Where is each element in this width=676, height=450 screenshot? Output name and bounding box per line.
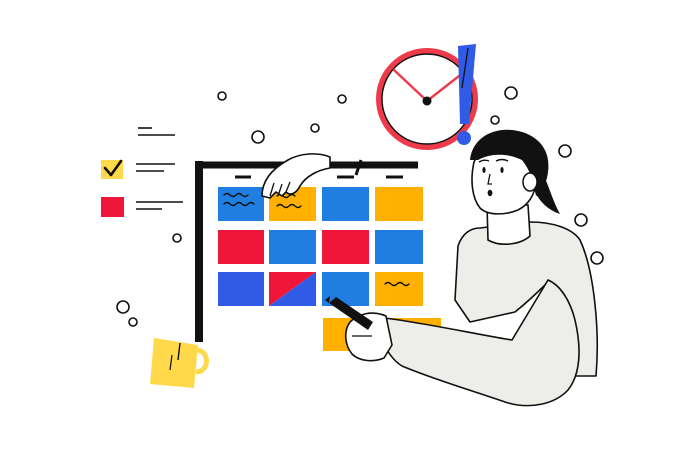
nose: [487, 173, 492, 185]
checkmark-icon: [103, 159, 123, 177]
ear: [522, 172, 538, 192]
bubble: [558, 144, 572, 158]
bubble: [490, 115, 500, 125]
calendar-cell: [322, 230, 369, 264]
checkbox-red-icon: [101, 197, 124, 217]
calendar-cell: [269, 272, 316, 306]
hair: [470, 129, 549, 196]
clock-hand: [425, 74, 461, 103]
hand: [344, 312, 393, 362]
bubble: [337, 94, 347, 104]
clock-center: [422, 96, 432, 106]
calendar-cell: [218, 272, 264, 306]
calendar-cell: [269, 230, 316, 264]
eye: [482, 167, 486, 173]
bubble: [217, 91, 227, 101]
calendar-cell: [375, 230, 423, 264]
background-bubbles: [116, 86, 604, 327]
list-line: [136, 163, 175, 172]
calendar-cell: [322, 272, 369, 306]
person: [325, 129, 598, 407]
bubble: [116, 300, 130, 314]
wall-clock-icon: [376, 48, 478, 150]
neck: [486, 204, 531, 245]
eyebrow: [478, 159, 490, 163]
eye: [500, 167, 504, 173]
bubble: [128, 317, 138, 327]
mouth: [487, 189, 493, 197]
list-line: [138, 127, 175, 136]
bubble: [251, 130, 265, 144]
clock-hand: [392, 68, 429, 103]
exclamation-mark-icon: [457, 44, 476, 145]
checklist: [101, 127, 183, 217]
bubble: [590, 251, 604, 265]
list-line: [136, 201, 183, 210]
eyebrow: [495, 158, 509, 162]
calendar-cell: [375, 187, 423, 221]
bubble: [310, 123, 320, 133]
calendar-board: [195, 159, 428, 342]
calendar-cell: [218, 230, 264, 264]
bubble: [574, 213, 588, 227]
bubble: [172, 233, 182, 243]
pen-icon: [325, 296, 373, 330]
calendar-cell: [322, 187, 369, 221]
calendar-cell: [375, 272, 423, 306]
calendar-cell: [218, 187, 264, 221]
sleeve: [379, 279, 580, 407]
coffee-mug-icon: [150, 338, 209, 388]
bubble: [504, 86, 518, 100]
hand-on-board: [261, 153, 331, 199]
